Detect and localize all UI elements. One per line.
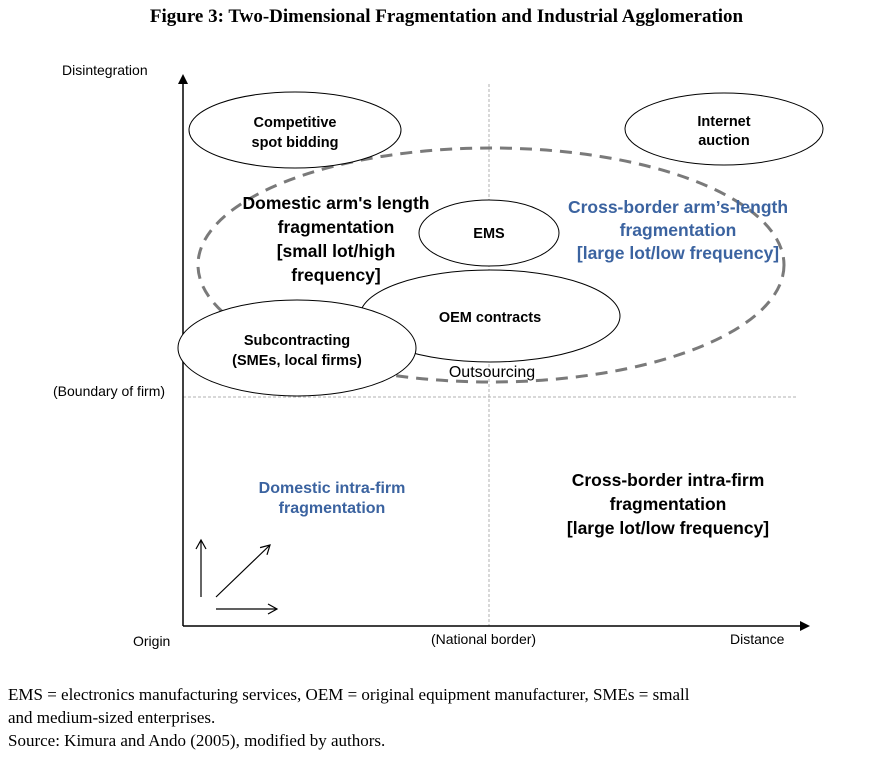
region-label: [small lot/high <box>277 241 396 261</box>
ellipse-label: Internet <box>697 114 750 130</box>
ems-ellipse: EMS <box>418 199 560 267</box>
region-label: [large lot/low frequency] <box>567 518 769 538</box>
ellipse-label: auction <box>698 133 750 149</box>
region-label: fragmentation <box>620 220 737 240</box>
ellipse-label: EMS <box>473 226 505 242</box>
region-label: fragmentation <box>610 494 727 514</box>
region-label: fragmentation <box>278 217 395 237</box>
ellipse-label: Subcontracting <box>244 333 350 349</box>
ellipse-label: (SMEs, local firms) <box>232 353 362 369</box>
caption-line: and medium-sized enterprises. <box>8 708 216 727</box>
x-axis-label: Distance <box>730 631 785 647</box>
internet-auction-ellipse: Internet auction <box>624 92 824 166</box>
oem-contracts-ellipse: OEM contracts <box>359 269 621 363</box>
subcontracting-ellipse: Subcontracting (SMEs, local firms) <box>177 299 417 397</box>
domestic-intra-firm-region: Domestic intra-firm fragmentation <box>259 480 406 517</box>
region-label: frequency] <box>291 265 380 285</box>
caption-source: Source: Kimura and Ando (2005), modified… <box>8 731 386 750</box>
origin-label: Origin <box>133 633 170 649</box>
cross-border-arms-length-region: Cross-border arm’s-length fragmentation … <box>568 197 788 263</box>
cross-border-intra-firm-region: Cross-border intra-firm fragmentation [l… <box>567 470 769 538</box>
ellipse-label: Competitive <box>254 115 337 131</box>
caption-line: EMS = electronics manufacturing services… <box>8 685 690 704</box>
national-border-label: (National border) <box>431 631 536 647</box>
region-label: fragmentation <box>279 500 386 517</box>
region-label: Domestic arm's length <box>243 193 430 213</box>
outsourcing-label: Outsourcing <box>449 364 535 381</box>
region-label: [large lot/low frequency] <box>577 243 779 263</box>
diagonal-arrow-icon <box>215 544 271 598</box>
region-label: Cross-border arm’s-length <box>568 197 788 217</box>
ellipse-label: OEM contracts <box>439 310 541 326</box>
firm-boundary-label: (Boundary of firm) <box>53 383 165 399</box>
outsourcing-dashed-ellipse <box>196 146 786 384</box>
y-axis-label: Disintegration <box>62 62 148 78</box>
domestic-arms-length-region: Domestic arm's length fragmentation [sma… <box>243 193 430 285</box>
region-label: Domestic intra-firm <box>259 480 406 497</box>
direction-arrows-icon <box>195 538 279 615</box>
competitive-spot-bidding-ellipse: Competitive spot bidding <box>188 91 402 169</box>
figure-caption: EMS = electronics manufacturing services… <box>8 683 888 752</box>
ellipse-label: spot bidding <box>252 135 339 151</box>
figure-title: Figure 3: Two-Dimensional Fragmentation … <box>149 6 744 27</box>
region-label: Cross-border intra-firm <box>572 470 765 490</box>
